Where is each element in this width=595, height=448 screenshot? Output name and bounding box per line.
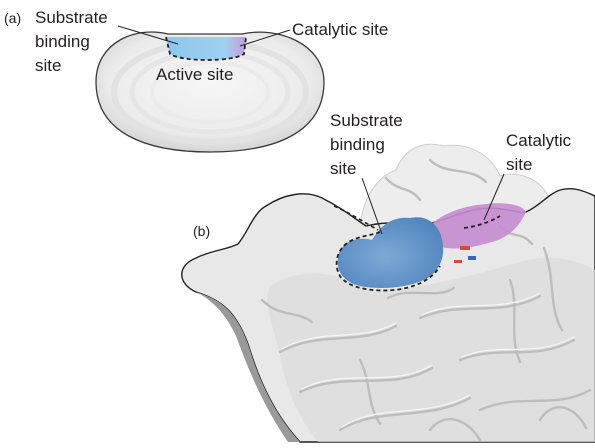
active-site-label: Active site <box>156 65 233 84</box>
catalytic-leader-line-a <box>239 29 291 47</box>
active-site-outline <box>165 36 247 61</box>
catalytic-label-b-line2: site <box>506 155 532 174</box>
catalytic-site-region <box>428 203 526 249</box>
panel-b-label: (b) <box>193 223 210 239</box>
substrate-label-b-line1: Substrate <box>330 111 403 130</box>
substrate-label-b-line2: binding <box>330 135 385 154</box>
ribbon-strands <box>260 158 592 442</box>
substrate-site-upper-outline <box>333 205 379 231</box>
substrate-label-b-line3: site <box>330 159 356 178</box>
enzyme-shading <box>150 60 270 124</box>
catalytic-label-b-line1: Catalytic <box>506 131 572 150</box>
substrate-leader-line-a <box>117 25 179 45</box>
panel-a: (a) Substrate binding site Catalytic sit… <box>4 8 388 153</box>
panel-b: (b) Substrate binding site Catalytic sit… <box>181 111 595 443</box>
substrate-site-region <box>337 217 444 288</box>
panel-a-label: (a) <box>4 10 21 26</box>
catalytic-leader-line-b <box>483 173 505 221</box>
substrate-label-a-line1: Substrate <box>35 8 108 27</box>
substrate-leader-line-b <box>361 177 383 235</box>
substrate-site-outline <box>335 231 441 292</box>
substrate-label-a-line3: site <box>35 56 61 75</box>
ribbon-highlights <box>281 292 575 428</box>
active-residues <box>454 246 476 263</box>
active-site-pocket <box>166 37 246 60</box>
substrate-label-a-line2: binding <box>35 32 90 51</box>
catalytic-site-outline <box>463 215 501 229</box>
catalytic-label-a: Catalytic site <box>292 20 388 39</box>
